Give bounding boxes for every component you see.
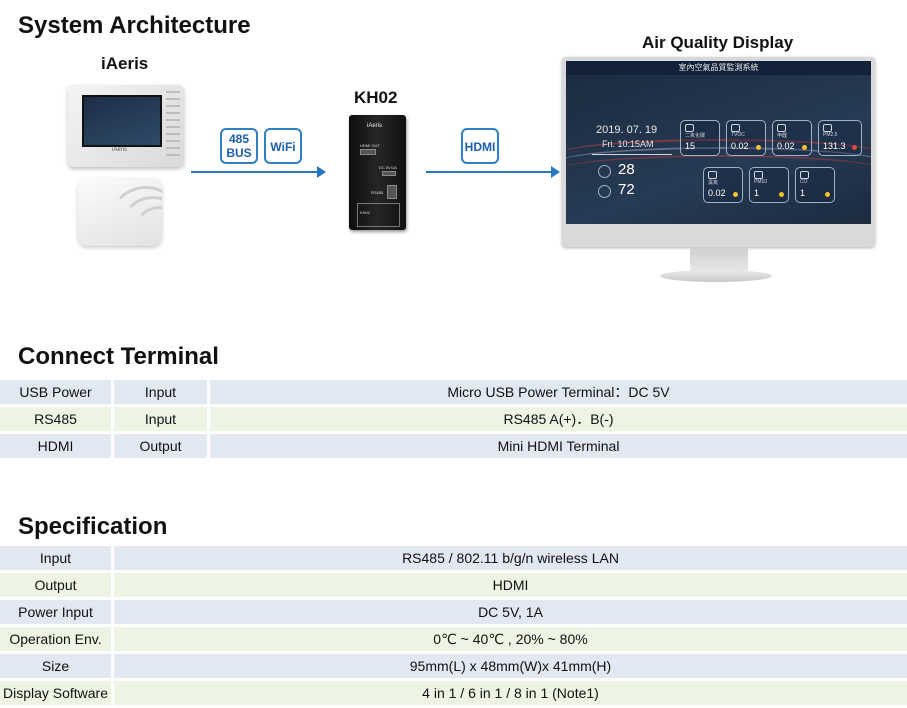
kh02-label: KH02 bbox=[354, 88, 398, 107]
kh02-label-plate: KH02 bbox=[357, 203, 400, 227]
rs485-bus-badge: 485 BUS bbox=[220, 128, 258, 164]
table-row: RS485 Input RS485 A(+)．B(-) bbox=[0, 405, 907, 434]
connect-terminal-title: Connect Terminal bbox=[18, 343, 219, 370]
tile-ozone: 臭氧 0.02 bbox=[703, 167, 743, 203]
arrow-kh02-to-display bbox=[426, 166, 560, 178]
tile-hcho: 甲醛 0.02 bbox=[772, 120, 812, 156]
connect-terminal-table: USB Power Input Micro USB Power Terminal… bbox=[0, 380, 907, 461]
tile-pm25: PM2.5 131.3 bbox=[818, 120, 862, 156]
specification-table: Input RS485 / 802.11 b/g/n wireless LAN … bbox=[0, 546, 907, 708]
usb-port bbox=[382, 171, 396, 176]
system-architecture-title: System Architecture bbox=[18, 12, 251, 39]
arrow-iaeris-to-kh02 bbox=[191, 166, 326, 178]
iaeris-base-image bbox=[78, 178, 162, 246]
iaeris-brand-text: iAeris bbox=[112, 147, 128, 153]
hdmi-badge: HDMI bbox=[461, 128, 499, 164]
iaeris-device-image: iAeris bbox=[68, 85, 184, 167]
tile-co: CO 1 bbox=[795, 167, 835, 203]
tile-co2: 二氧化碳 15 bbox=[680, 120, 720, 156]
humidity-value: 72 bbox=[618, 181, 635, 198]
table-row: USB Power Input Micro USB Power Terminal… bbox=[0, 380, 907, 407]
tile-pm10: PM10 1 bbox=[749, 167, 789, 203]
temperature-value: 28 bbox=[618, 161, 635, 178]
table-row: Operation Env. 0℃ ~ 40℃ , 20% ~ 80% bbox=[0, 625, 907, 654]
temperature-icon bbox=[598, 165, 611, 178]
kh02-brand-text: iAeris bbox=[367, 123, 383, 129]
table-row: Power Input DC 5V, 1A bbox=[0, 598, 907, 627]
monitor-image: 室內空氣品質監測系統 2019. 07. 19 Fri. 10:15AM 28 … bbox=[562, 57, 875, 247]
tile-tvoc: TVOC 0.02 bbox=[726, 120, 766, 156]
specification-title: Specification bbox=[18, 513, 168, 540]
monitor-stand bbox=[690, 247, 748, 273]
table-row: Input RS485 / 802.11 b/g/n wireless LAN bbox=[0, 546, 907, 573]
wifi-badge: WiFi bbox=[264, 128, 302, 164]
kh02-device-image: iAeris HDMI OUT DC 5V/1A RS485 KH02 bbox=[349, 115, 406, 230]
rs485-port bbox=[387, 185, 397, 199]
table-row: Output HDMI bbox=[0, 571, 907, 600]
air-quality-screen: 室內空氣品質監測系統 2019. 07. 19 Fri. 10:15AM 28 … bbox=[566, 61, 871, 224]
table-row: Display Software 4 in 1 / 6 in 1 / 8 in … bbox=[0, 679, 907, 708]
table-row: Size 95mm(L) x 48mm(W)x 41mm(H) bbox=[0, 652, 907, 681]
display-label: Air Quality Display bbox=[642, 33, 794, 52]
hdmi-port bbox=[360, 149, 376, 155]
iaeris-screen bbox=[82, 95, 162, 147]
table-row: HDMI Output Mini HDMI Terminal bbox=[0, 432, 907, 461]
iaeris-label: iAeris bbox=[101, 54, 149, 73]
humidity-icon bbox=[598, 185, 611, 198]
screen-time: Fri. 10:15AM bbox=[602, 139, 654, 149]
screen-date: 2019. 07. 19 bbox=[596, 124, 658, 136]
monitor-base bbox=[660, 270, 772, 282]
screen-header: 室內空氣品質監測系統 bbox=[566, 61, 871, 75]
